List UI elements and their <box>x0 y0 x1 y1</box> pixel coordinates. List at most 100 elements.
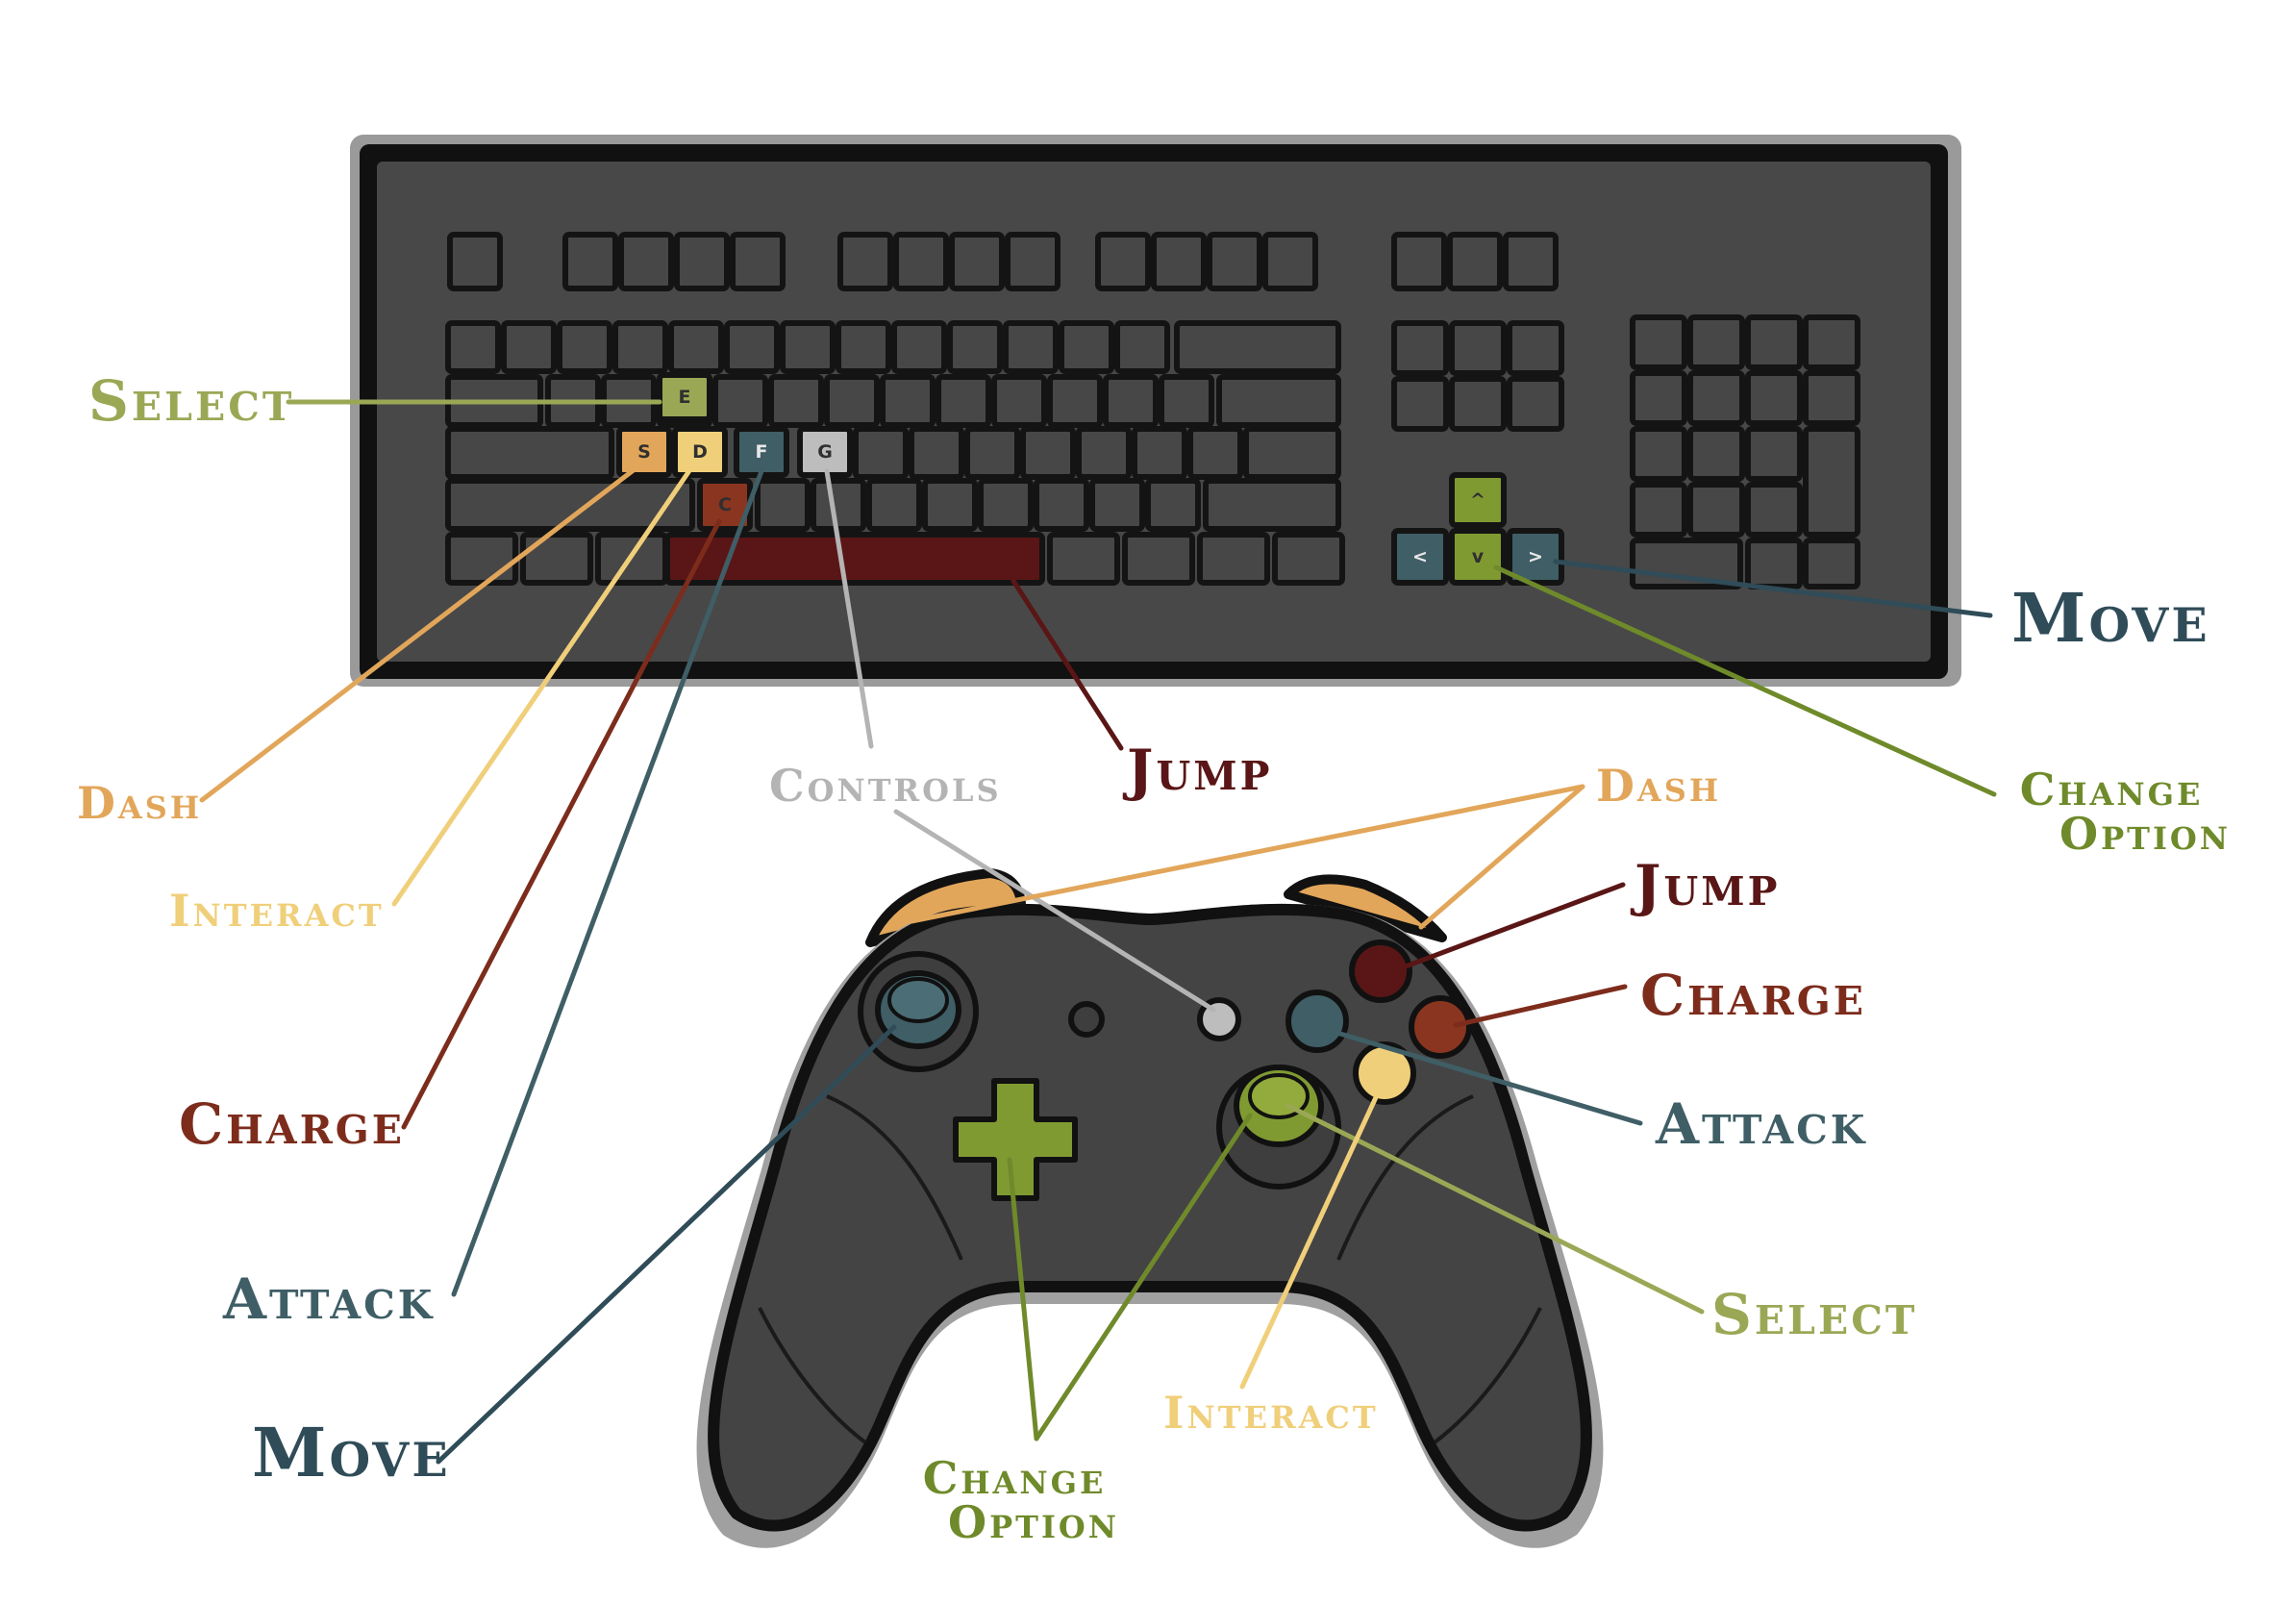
key-arrow-up-cap: ^ <box>1470 489 1485 511</box>
keyboard-key <box>1262 232 1318 291</box>
label-pad-change-option: Change Option <box>910 1456 1119 1544</box>
line-pad-interact <box>1239 1080 1385 1390</box>
keyboard-key <box>1122 532 1195 586</box>
key-arrow-left: < <box>1391 528 1449 586</box>
keyboard-key <box>1145 478 1201 532</box>
key-c-cap: C <box>718 494 732 515</box>
key-arrow-up: ^ <box>1449 472 1507 528</box>
keyboard-key <box>1803 314 1860 370</box>
keyboard-key <box>837 232 893 291</box>
keyboard-key <box>811 478 866 532</box>
line-kb-change-option <box>1493 564 1997 797</box>
label-kb-change-option-line2: Option <box>2059 808 2232 860</box>
label-pad-interact: Interact <box>1163 1387 1379 1439</box>
keyboard-key <box>1047 374 1103 428</box>
keyboard-key <box>730 232 786 291</box>
keyboard-key <box>1449 376 1507 432</box>
left-grip-line-2 <box>758 1307 867 1444</box>
keyboard-key <box>1020 426 1076 480</box>
key-s: S <box>616 426 672 478</box>
line-pad-dash-left <box>909 784 1585 924</box>
keyboard-key <box>853 426 909 480</box>
keyboard-key <box>936 374 991 428</box>
line-kb-interact <box>391 466 693 907</box>
label-kb-interact: Interact <box>169 885 385 937</box>
line-pad-move <box>436 1024 897 1465</box>
key-e: E <box>657 372 712 422</box>
key-spacebar <box>664 532 1045 586</box>
keyboard-key <box>893 232 949 291</box>
left-stick <box>858 951 979 1072</box>
keyboard-key <box>1076 426 1132 480</box>
keyboard-key <box>1630 370 1687 426</box>
label-pad-jump: Jump <box>1635 853 1781 918</box>
keyboard-key <box>674 232 730 291</box>
line-kb-move <box>1553 559 1993 618</box>
keyboard-key <box>618 232 674 291</box>
keyboard-key <box>1089 478 1145 532</box>
keyboard-key <box>824 374 880 428</box>
key-arrow-down: v <box>1449 528 1507 586</box>
keyboard-key <box>1003 320 1059 374</box>
key-g: G <box>797 426 853 478</box>
keyboard-key <box>909 426 964 480</box>
keyboard-key <box>1745 426 1803 482</box>
keyboard-key <box>1095 232 1151 291</box>
keyboard-key <box>1187 426 1243 480</box>
label-pad-charge: Charge <box>1640 963 1867 1028</box>
button-y <box>1349 940 1412 1003</box>
keyboard-key <box>1803 370 1860 426</box>
keyboard-key <box>1159 374 1214 428</box>
label-kb-dash: Dash <box>77 777 203 829</box>
keyboard-key <box>991 374 1047 428</box>
keyboard-key <box>836 320 891 374</box>
keyboard-key <box>1059 320 1114 374</box>
keyboard-key <box>1132 426 1187 480</box>
leader-lines <box>199 399 1997 1465</box>
label-pad-change-option-line1: Change <box>922 1452 1107 1504</box>
keyboard: E S D F G C ^ < <box>350 135 1961 687</box>
keyboard-key <box>1745 482 1803 538</box>
keyboard-key <box>978 478 1034 532</box>
left-grip-line <box>826 1094 963 1261</box>
label-kb-attack: Attack <box>223 1266 436 1332</box>
keyboard-key <box>947 320 1003 374</box>
right-bumper <box>1284 874 1447 942</box>
keyboard-key <box>1216 374 1341 428</box>
keyboard-key <box>1687 314 1745 370</box>
key-arrow-left-cap: < <box>1412 546 1428 567</box>
key-f: F <box>734 426 789 478</box>
keyboard-key <box>1391 320 1449 376</box>
keyboard-key <box>922 478 978 532</box>
label-kb-move: Move <box>2011 578 2210 658</box>
label-kb-charge: Charge <box>179 1091 406 1157</box>
label-kb-select: Select <box>88 368 295 434</box>
key-arrow-down-cap: v <box>1472 546 1485 567</box>
label-pad-dash: Dash <box>1596 760 1722 812</box>
line-kb-jump <box>1011 578 1124 751</box>
keyboard-key <box>880 374 936 428</box>
keyboard-key <box>1687 370 1745 426</box>
keyboard-key <box>612 320 668 374</box>
line-pad-dash-right <box>1418 784 1585 930</box>
keyboard-key <box>1630 314 1687 370</box>
keyboard-key <box>445 426 614 480</box>
line-kb-attack <box>451 468 764 1297</box>
line-pad-change-option-a <box>1007 1157 1039 1441</box>
view-button <box>1068 1001 1105 1038</box>
keyboard-key <box>1203 478 1341 532</box>
keyboard-key <box>1507 320 1564 376</box>
line-pad-jump <box>1395 882 1626 972</box>
keyboard-key <box>1803 538 1860 589</box>
keyboard-key <box>447 232 503 291</box>
keyboard-key <box>557 320 612 374</box>
keyboard-key <box>1630 426 1687 482</box>
keyboard-key <box>1034 478 1089 532</box>
label-pad-move: Move <box>252 1413 451 1492</box>
keyboard-key <box>755 478 811 532</box>
label-kb-jump: Jump <box>1127 738 1273 803</box>
label-kb-change-option: Change Option <box>1992 767 2231 856</box>
keyboard-key <box>1151 232 1207 291</box>
key-e-cap: E <box>679 387 691 408</box>
keyboard-key <box>768 374 824 428</box>
